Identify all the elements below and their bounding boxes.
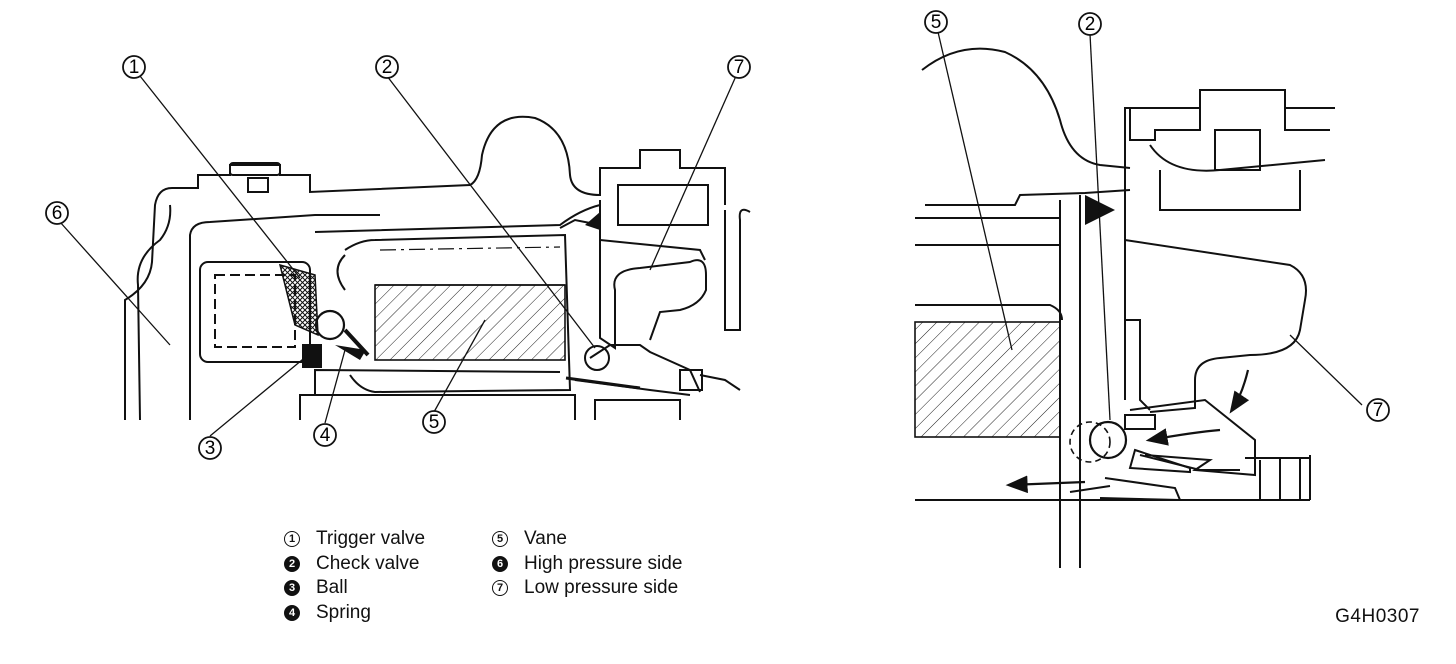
callout-5: 5 [422,410,446,434]
legend-left: 1 Trigger valve 2 Check valve 3 Ball 4 Sprin… [284,527,425,625]
callout-2-right: 2 [1078,12,1102,36]
svg-text:5: 5 [429,412,440,433]
svg-text:7: 7 [734,57,745,78]
callout-4: 4 [313,423,337,447]
legend-item: 2 Check valve [284,552,425,577]
legend-label: Ball [316,577,348,598]
right-cross-section [914,47,1335,568]
legend-item: 6 High pressure side [492,552,682,577]
housing-outline [124,115,726,420]
svg-text:7: 7 [1373,400,1384,421]
legend-label: Low pressure side [524,577,679,598]
legend-right: 5 Vane 6 High pressure side 7 Low pressure … [492,527,682,601]
left-callouts: 1 2 7 6 3 4 5 [45,55,751,460]
svg-text:2: 2 [382,57,393,78]
svg-text:5: 5 [931,12,942,33]
left-cross-section [124,115,751,421]
callout-3: 3 [198,436,222,460]
svg-text:1: 1 [129,57,140,78]
legend-label: High pressure side [524,552,683,574]
legend-item: 7 Low pressure side [492,576,682,601]
legend-item: 1 Trigger valve [284,527,425,552]
legend-number: 5 [492,531,508,548]
callout-7-right: 7 [1366,398,1390,422]
legend-label: Spring [316,601,371,623]
left-leader-lines [59,75,737,437]
legend-label: Vane [524,528,567,549]
callout-1: 1 [122,55,146,79]
callout-7: 7 [727,55,751,79]
svg-text:3: 3 [205,438,216,459]
svg-text:2: 2 [1085,14,1096,35]
legend-label: Trigger valve [316,528,426,549]
svg-text:4: 4 [320,425,331,446]
legend-number: 7 [492,580,508,597]
legend-number: 3 [284,580,300,597]
callout-2: 2 [375,55,399,79]
callout-5-right: 5 [924,10,948,34]
legend-number: 4 [284,604,300,621]
right-leader-lines [937,31,1363,421]
legend-item: 3 Ball [284,576,425,601]
legend-label: Check valve [316,552,420,574]
callout-6: 6 [45,201,69,225]
legend-item: 5 Vane [492,527,682,552]
legend-number: 1 [284,531,300,548]
svg-text:6: 6 [52,203,63,224]
legend-number: 2 [284,555,300,572]
legend-item: 4 Spring [284,601,425,626]
right-callouts: 5 2 7 [924,10,1390,422]
figure-code: G4H0307 [1335,606,1420,627]
legend-number: 6 [492,555,508,572]
